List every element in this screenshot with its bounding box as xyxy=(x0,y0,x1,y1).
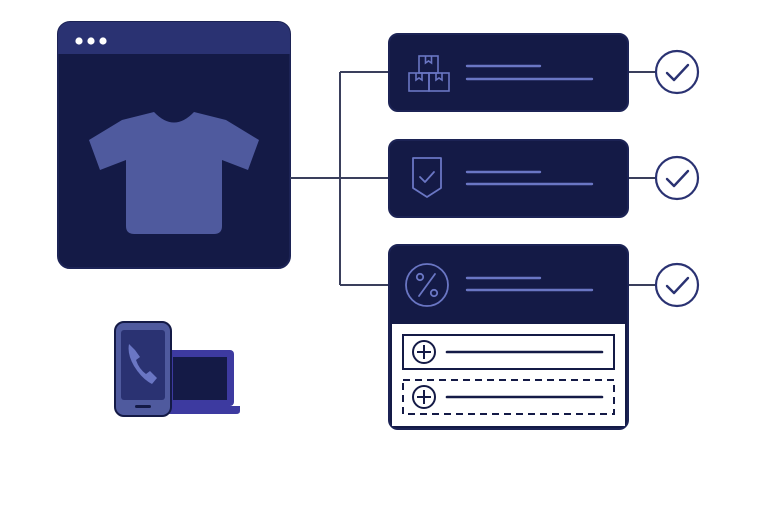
shield-check-icon xyxy=(412,157,442,198)
window-dot-3 xyxy=(99,37,107,45)
check-circle-icon xyxy=(654,155,700,201)
window-dot-2 xyxy=(87,37,95,45)
tshirt-icon xyxy=(89,112,259,234)
product-window-header xyxy=(58,22,290,54)
option-row-2[interactable] xyxy=(402,379,615,415)
option-row-1[interactable] xyxy=(402,334,615,370)
feature-card-3 xyxy=(388,244,629,430)
phone-icon xyxy=(114,321,172,417)
add-circle-icon[interactable] xyxy=(412,385,436,409)
boxes-icon xyxy=(408,55,450,92)
percent-icon xyxy=(405,263,449,307)
feature-card-2 xyxy=(388,139,629,218)
feature-card-2-frame xyxy=(388,139,629,218)
connector-lines xyxy=(290,71,655,286)
feature-card-1 xyxy=(388,33,629,112)
laptop-icon xyxy=(160,350,240,414)
product-window xyxy=(57,21,291,269)
add-circle-icon[interactable] xyxy=(412,340,436,364)
window-dot-1 xyxy=(75,37,83,45)
devices xyxy=(114,321,240,417)
check-circle-icon xyxy=(654,262,700,308)
check-circle-icon xyxy=(654,49,700,95)
